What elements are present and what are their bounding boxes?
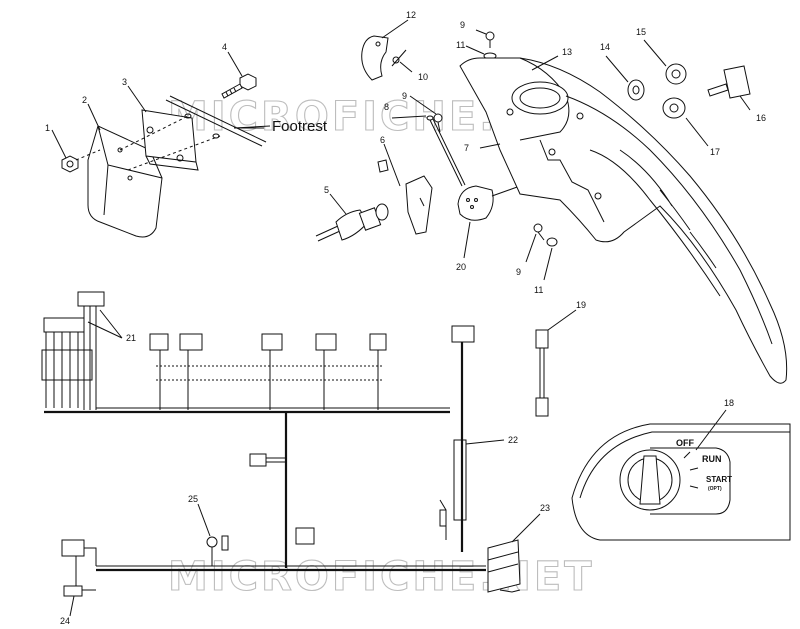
callout-11-bottom: 11 [534, 285, 543, 295]
callout-14: 14 [600, 42, 610, 52]
callout-13: 13 [562, 47, 572, 57]
part-16-key [707, 65, 751, 99]
harness-plugs-row [149, 333, 387, 351]
part-22-harness [439, 325, 475, 552]
part-23-connector [487, 539, 521, 593]
part-1-nut [61, 155, 79, 173]
callout-10: 10 [418, 72, 428, 82]
callout-1: 1 [45, 123, 50, 133]
callout-2: 2 [82, 95, 87, 105]
part-20-key-switch [457, 185, 521, 221]
part-24-connector [61, 539, 97, 597]
switch-position-start-note: (OPT) [708, 486, 722, 492]
part-17-grommet [662, 97, 686, 119]
part-2-pad [87, 125, 163, 238]
callout-11-top: 11 [456, 40, 465, 50]
part-12-bracket [361, 35, 389, 81]
part-6-lever [377, 159, 433, 235]
switch-position-start: START [706, 475, 732, 484]
callout-24: 24 [60, 616, 70, 626]
callout-5: 5 [324, 185, 329, 195]
part-9-screws [433, 31, 545, 241]
callout-9-bottom: 9 [516, 267, 521, 277]
callout-numbers: 1 2 3 4 5 6 7 8 9 9 9 10 11 11 12 13 14 … [45, 10, 766, 626]
part-18-ignition-panel: OFF RUN START (OPT) [571, 423, 791, 541]
callout-22: 22 [508, 435, 518, 445]
leader-lines [51, 19, 751, 617]
callout-6: 6 [380, 135, 385, 145]
callout-16: 16 [756, 113, 766, 123]
part-10-fastener [391, 49, 407, 67]
part-15-grommet [665, 63, 687, 85]
callout-12: 12 [406, 10, 416, 20]
part-5-switch [315, 203, 389, 242]
switch-position-off: OFF [676, 438, 694, 448]
callout-21: 21 [126, 333, 136, 343]
callout-25: 25 [188, 494, 198, 504]
callout-18: 18 [724, 398, 734, 408]
part-14-bushing [627, 79, 645, 101]
watermark-bottom: MICROFICHE.NET [168, 554, 595, 600]
switch-position-run: RUN [702, 454, 722, 464]
callout-3: 3 [122, 77, 127, 87]
part-19-jumper [535, 329, 549, 417]
callout-4: 4 [222, 42, 227, 52]
footrest-bracket-group [61, 73, 267, 238]
callout-19: 19 [576, 300, 586, 310]
part-13-console [459, 57, 788, 384]
callout-8: 8 [384, 102, 389, 112]
callout-17: 17 [710, 147, 720, 157]
callout-23: 23 [540, 503, 550, 513]
part-8-pin [426, 115, 466, 187]
callout-9-top: 9 [460, 20, 465, 30]
part-3-plate [141, 109, 220, 171]
callout-7: 7 [464, 143, 469, 153]
part-21-connector [41, 291, 105, 410]
footrest-label: Footrest [272, 118, 328, 135]
main-harness-lower [96, 412, 486, 572]
part-21-harness-trunk [44, 350, 450, 414]
callout-15: 15 [636, 27, 646, 37]
callout-9-middle: 9 [402, 91, 407, 101]
part-4-bolt [221, 73, 257, 99]
callout-20: 20 [456, 262, 466, 272]
part-25-terminal [206, 535, 229, 566]
